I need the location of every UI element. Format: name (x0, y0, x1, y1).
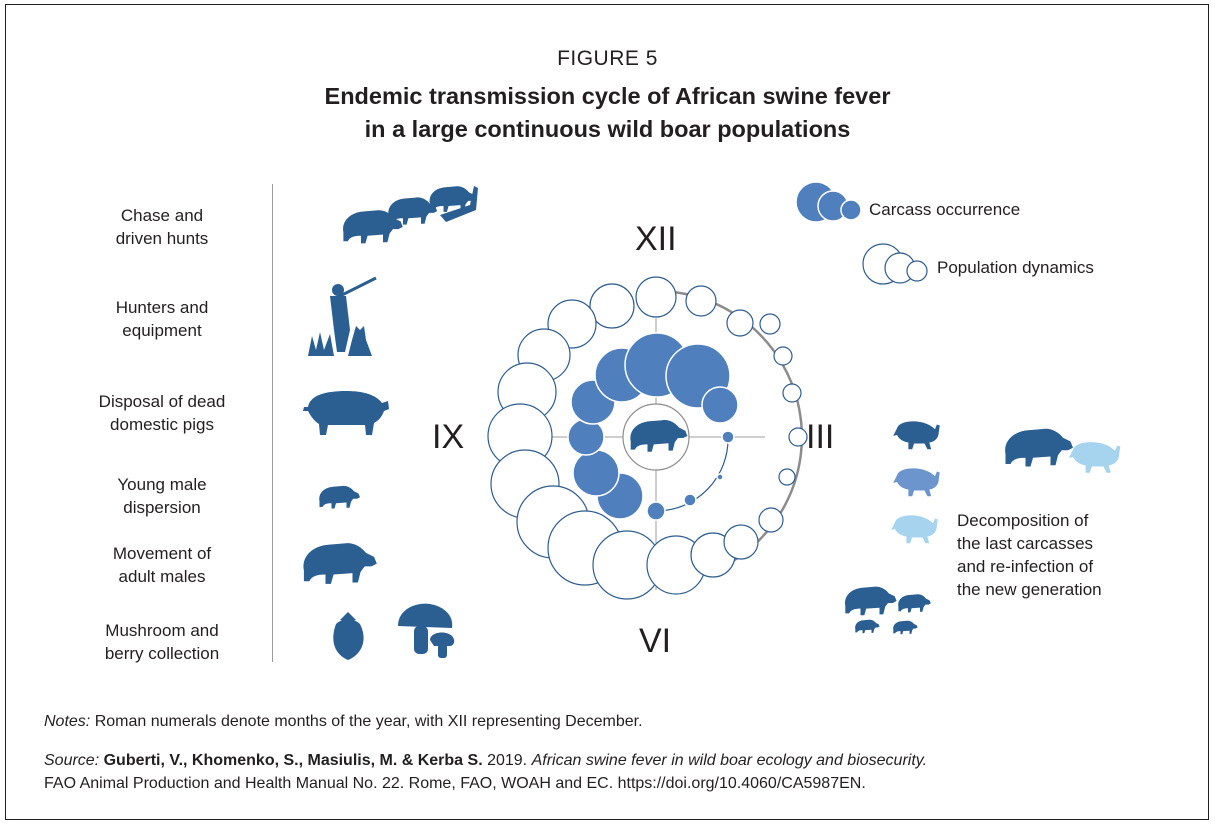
source-label: Source: (44, 752, 100, 769)
carcass-pale-icon (1068, 442, 1121, 473)
legend-population-symbol (862, 243, 928, 285)
population-circle-20 (723, 524, 759, 560)
young-boar-icon (319, 485, 360, 509)
source-book: African swine fever in wild boar ecology… (531, 752, 928, 769)
legend-carcass-label: Carcass occurrence (869, 200, 1021, 219)
figure-frame (5, 4, 1209, 820)
notes: Notes: Roman numerals denote months of t… (44, 713, 643, 731)
carcass-mid-icon (893, 468, 940, 497)
carcass-arc (655, 436, 729, 512)
carcass-circle-2 (716, 473, 724, 481)
population-circle-6 (726, 309, 754, 337)
population-circle-4 (773, 346, 793, 366)
carcass-circle-1 (721, 430, 735, 444)
carcass-circle-3 (683, 493, 697, 507)
month-iii: III (806, 418, 835, 456)
population-circle-8 (635, 276, 677, 318)
population-circle-5 (759, 313, 781, 335)
population-circle-21 (758, 507, 784, 533)
source-authors: Guberti, V., Khomenko, S., Masiulis, M. … (103, 752, 483, 769)
boar-meeting-icon (1005, 428, 1073, 467)
legend-population-label: Population dynamics (937, 258, 1094, 277)
population-dynamics-circles (487, 276, 808, 600)
title-line-1: Endemic transmission cycle of African sw… (324, 83, 891, 109)
title-line-2: in a large continuous wild boar populati… (364, 116, 851, 142)
notes-text: Roman numerals denote months of the year… (90, 713, 643, 730)
carcass-circle-7 (567, 418, 605, 456)
boar-family-icon (845, 586, 931, 635)
source-year: 2019. (482, 752, 532, 769)
population-arc (659, 289, 804, 572)
population-circle-1 (778, 468, 796, 486)
decomposition-label: Decomposition of the last carcasses and … (957, 511, 1102, 599)
left-divider (272, 184, 273, 662)
adult-boar-icon (303, 543, 377, 584)
month-vi: VI (639, 622, 672, 660)
carcass-circle-6 (572, 449, 620, 497)
domestic-pig-icon (303, 391, 389, 435)
month-xii: XII (635, 220, 677, 258)
carcass-dark-icon (893, 421, 940, 450)
population-circle-7 (685, 285, 717, 317)
carcass-occurrence-circles (567, 332, 739, 521)
population-circle-9 (589, 283, 635, 329)
notes-label: Notes: (44, 713, 91, 730)
population-circle-2 (788, 427, 808, 447)
month-ix: IX (432, 418, 465, 456)
figure-title: Endemic transmission cycle of African sw… (0, 80, 1215, 146)
hunter-with-rifle-and-dog-icon (308, 276, 377, 356)
carcass-circle-12 (701, 386, 739, 424)
population-circle-3 (782, 383, 802, 403)
carcass-light-icon (891, 515, 938, 544)
carcass-circle-4 (646, 501, 666, 521)
strawberry-icon (333, 612, 364, 660)
legend-carcass-symbol (795, 181, 862, 223)
boar-hunt-dogs-icon (343, 186, 478, 244)
source-line-2: FAO Animal Production and Health Manual … (44, 775, 866, 792)
figure-label: FIGURE 5 (557, 47, 658, 70)
source: Source: Guberti, V., Khomenko, S., Masiu… (44, 749, 927, 795)
mushroom-icon (398, 603, 455, 658)
